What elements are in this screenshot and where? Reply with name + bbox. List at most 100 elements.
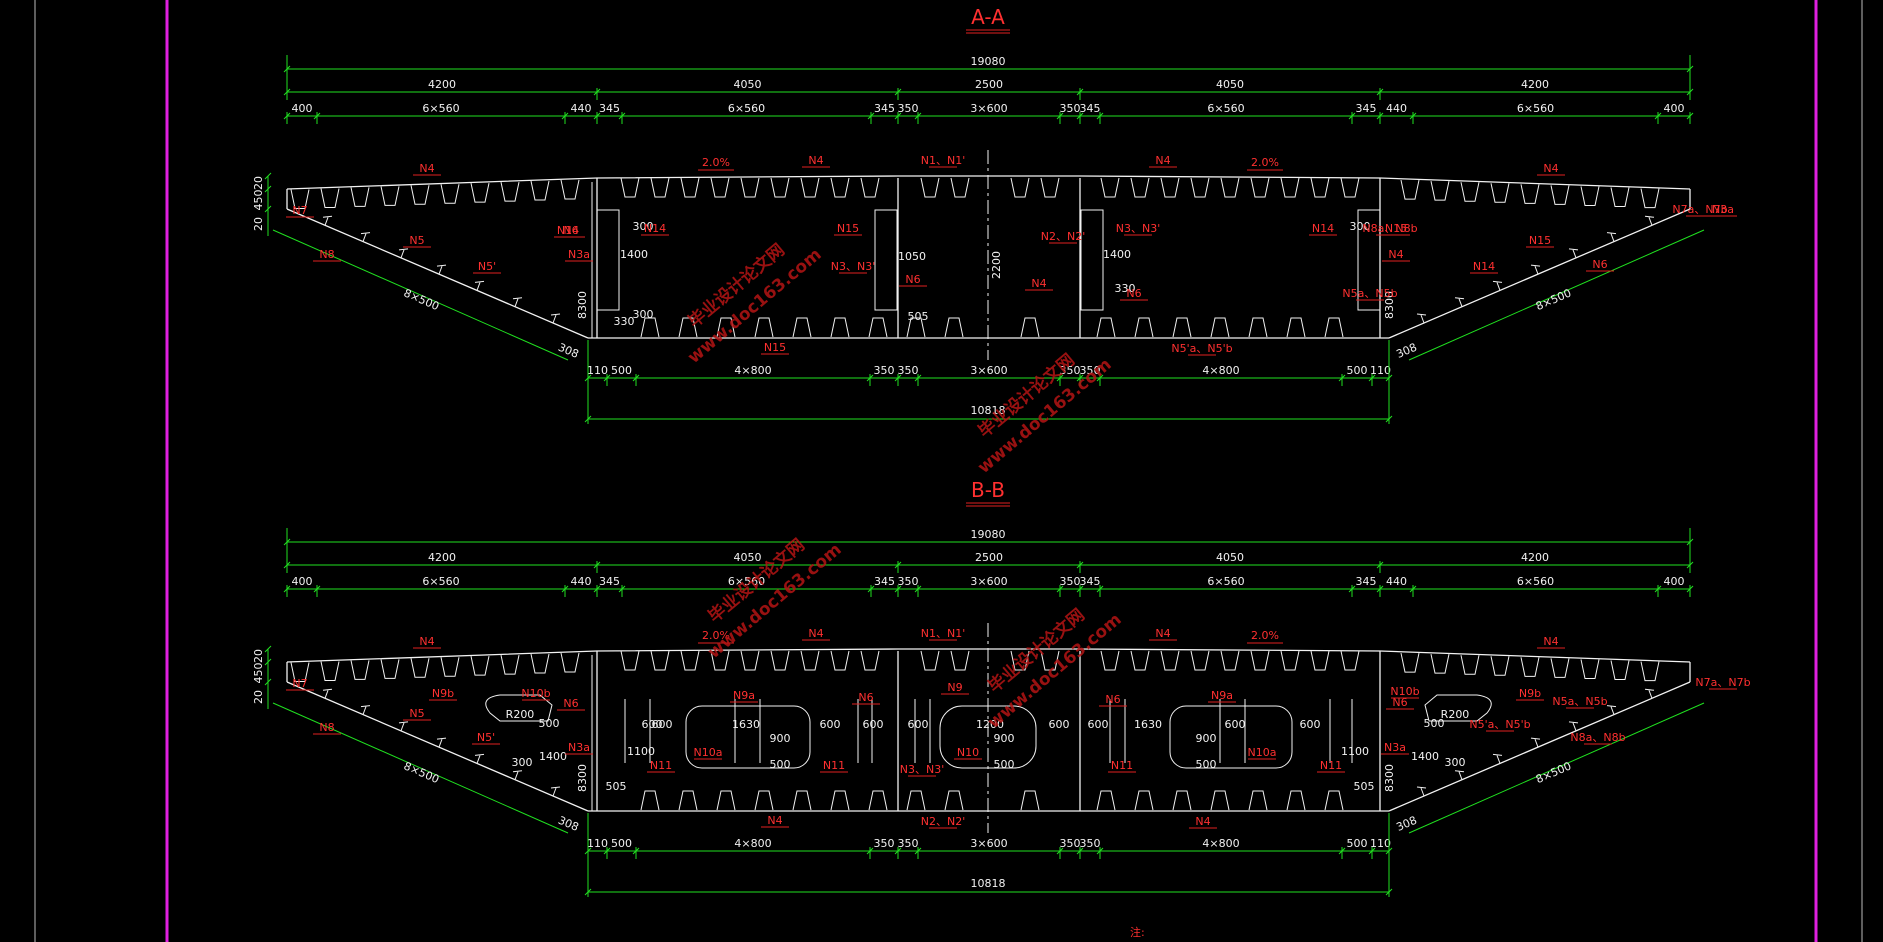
bottom-u-rib <box>830 317 850 338</box>
u-rib-stiffener <box>1340 650 1360 671</box>
u-rib-stiffener <box>500 654 520 675</box>
dim-small-label: 1200 <box>976 718 1004 731</box>
slant-stiffener <box>550 313 561 316</box>
slant-stiffener <box>1496 282 1501 291</box>
dim-sub-label: 6×560 <box>728 102 765 115</box>
bottom-u-rib <box>678 317 698 338</box>
u-rib-stiffener <box>470 656 490 676</box>
left-web-slant <box>286 681 589 812</box>
callout-label: N7a、N7b <box>1695 676 1750 689</box>
callout-label: N10a <box>1248 746 1277 759</box>
dim-small-label: 505 <box>908 310 929 323</box>
dim-flange-label: 20 <box>252 649 265 663</box>
callout-label: N9b <box>1519 687 1541 700</box>
dim-bottom-sub-label: 500 <box>611 364 632 377</box>
u-rib-stiffener <box>1640 188 1660 209</box>
u-rib-stiffener <box>380 186 400 206</box>
dim-sub-label: 400 <box>292 575 313 588</box>
diaphragm-manhole <box>1169 705 1293 769</box>
dim-main-label: 4200 <box>1521 78 1549 91</box>
slant-stiffener <box>1492 753 1503 756</box>
slant-stiffener <box>476 282 481 291</box>
dim-main-label: 4200 <box>428 78 456 91</box>
callout-label: N9a <box>733 689 755 702</box>
slant-stiffener <box>1420 787 1425 797</box>
dim-sub-label: 350 <box>898 102 919 115</box>
dim-small-label: 600 <box>1088 718 1109 731</box>
callout-label: N6 <box>1105 693 1120 706</box>
callout-label: N15 <box>1385 222 1407 235</box>
slant-stiffener <box>322 215 333 218</box>
dim-bottom-sub-label: 110 <box>1370 837 1391 850</box>
u-rib-stiffener <box>1250 650 1270 671</box>
dim-tick <box>1385 415 1393 423</box>
slant-stiffener <box>1644 688 1655 691</box>
u-rib-stiffener <box>1100 650 1120 671</box>
callout-label: N4 <box>419 635 434 648</box>
dim-small-label: 308 <box>556 814 580 834</box>
bottom-u-rib <box>1248 790 1268 811</box>
dim-small-label: 600 <box>863 718 884 731</box>
dim-small-label: 1100 <box>1341 745 1369 758</box>
top-deck-line <box>286 175 1691 190</box>
dim-sub-label: 6×560 <box>1207 575 1244 588</box>
dim-small-label: 1630 <box>1134 718 1162 731</box>
u-rib-stiffener <box>1580 186 1600 206</box>
u-rib-stiffener <box>410 658 430 678</box>
slant-stiffener <box>362 706 367 715</box>
callout-label: N7 <box>292 204 307 217</box>
slant-stiffener <box>1644 215 1655 218</box>
slant-stiffener <box>1610 233 1615 242</box>
slant-stiffener <box>1568 248 1579 251</box>
u-rib-stiffener <box>500 181 520 202</box>
slant-stiffener <box>1530 264 1541 267</box>
u-rib-stiffener <box>1550 658 1570 678</box>
dim-small-label: 330 <box>1115 282 1136 295</box>
dim-sub-label: 345 <box>1080 575 1101 588</box>
slant-stiffener <box>324 217 329 226</box>
bottom-u-rib <box>1324 790 1344 811</box>
dim-small-label: 1050 <box>898 250 926 263</box>
u-rib-stiffener <box>800 177 820 198</box>
slant-stiffener <box>360 705 371 708</box>
bottom-u-rib <box>792 317 812 338</box>
callout-label: N4 <box>1195 815 1210 828</box>
slant-stiffener <box>400 722 405 732</box>
callout-label: N4 <box>1155 627 1170 640</box>
callout-label: N14 <box>1473 260 1495 273</box>
callout-label: N8a、N8b <box>1362 222 1417 235</box>
u-rib-stiffener <box>1040 177 1060 198</box>
u-rib-stiffener <box>920 650 940 671</box>
bottom-u-rib <box>640 317 660 338</box>
slope-label: 2.0% <box>702 629 730 642</box>
dim-small-label: 1630 <box>732 718 760 731</box>
u-rib-stiffener <box>680 177 700 198</box>
slant-stiffener <box>436 264 447 267</box>
dim-tick <box>264 205 272 213</box>
callout-label: N4 <box>808 627 823 640</box>
slope-label: 2.0% <box>1251 156 1279 169</box>
dim-small-label: 600 <box>642 718 663 731</box>
dim-bottom-sub-label: 3×600 <box>970 837 1007 850</box>
bottom-u-rib <box>830 790 850 811</box>
callout-label: N2、N2' <box>921 815 965 828</box>
slant-stiffener <box>1606 705 1617 708</box>
callout-label: N5a、N5b <box>1342 287 1397 300</box>
dim-tick <box>1686 538 1694 546</box>
slant-stiffener <box>552 787 557 797</box>
dim-flange-label: 20 <box>252 690 265 704</box>
callout-label: N6 <box>1392 696 1407 709</box>
dim-bottom-sub-label: 500 <box>1347 837 1368 850</box>
bottom-u-rib <box>792 790 812 811</box>
dim-total-label: 19080 <box>971 528 1006 541</box>
u-rib-stiffener <box>830 650 850 671</box>
u-rib-stiffener <box>530 180 550 201</box>
dim-tick <box>264 172 272 180</box>
callout-label: N4 <box>1155 154 1170 167</box>
u-rib-stiffener <box>1130 177 1150 198</box>
bottom-u-rib <box>1020 317 1040 338</box>
dim-small-label: 500 <box>994 758 1015 771</box>
u-rib-stiffener <box>1160 650 1180 671</box>
u-rib-stiffener <box>770 650 790 671</box>
